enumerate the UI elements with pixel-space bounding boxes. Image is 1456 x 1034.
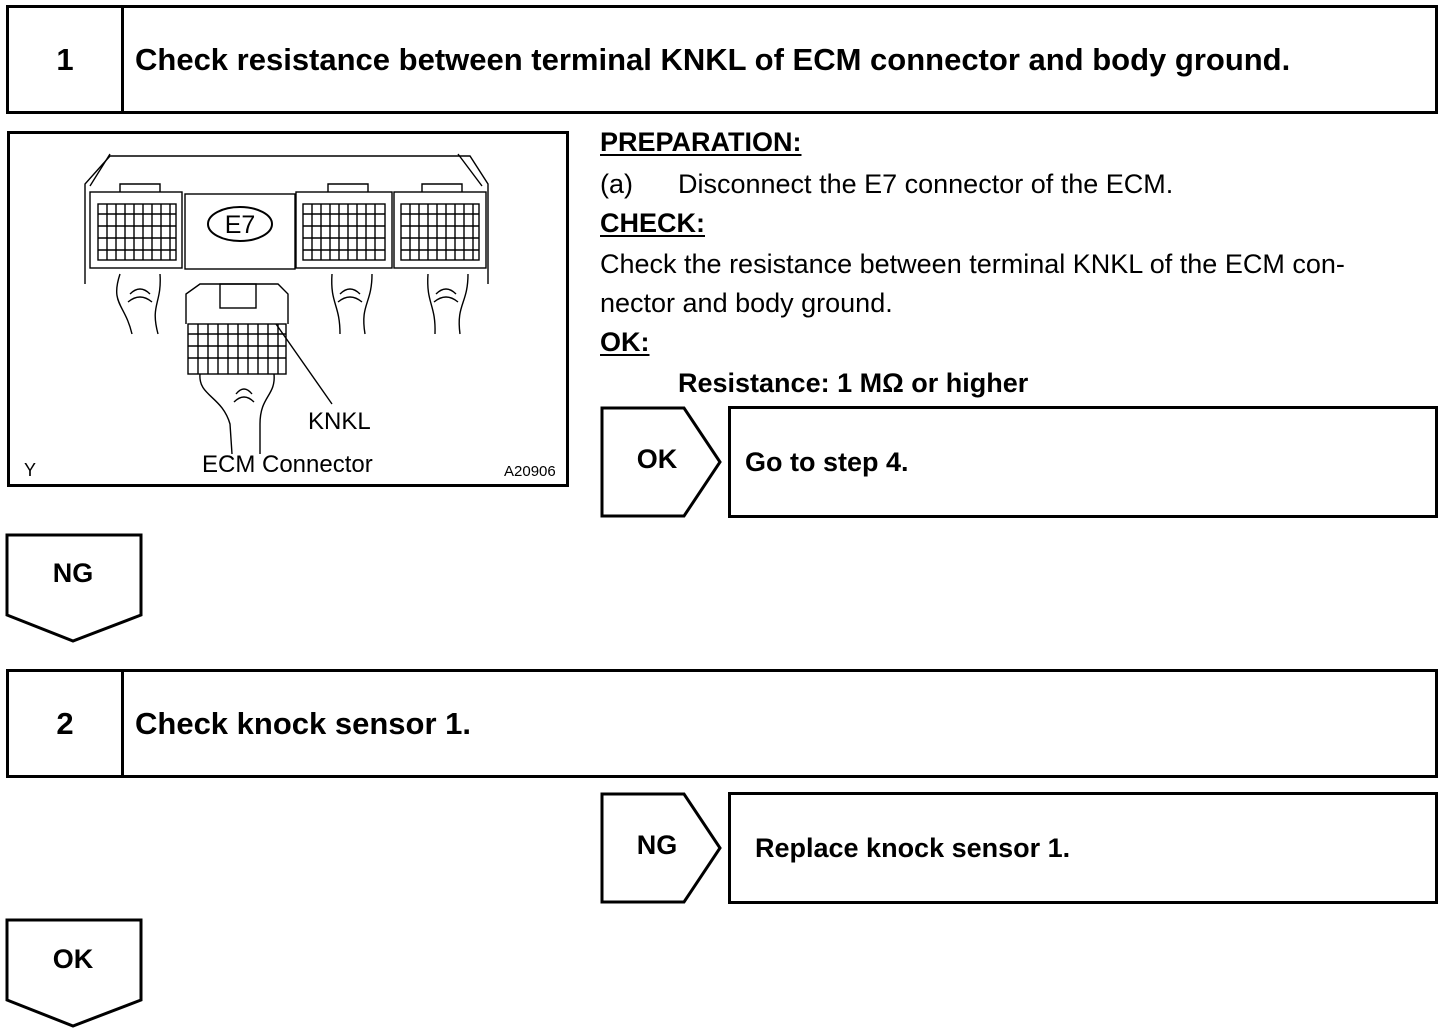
step-1-header: 1 Check resistance between terminal KNKL… (6, 5, 1438, 114)
figure-code: A20906 (504, 463, 556, 480)
go-to-step-4-text: Go to step 4. (745, 446, 909, 477)
step-1-number: 1 (9, 8, 124, 111)
step-2-title: Check knock sensor 1. (135, 705, 471, 741)
ng-arrow-tag (600, 792, 722, 904)
ng-down-label: NG (52, 558, 94, 588)
preparation-heading: PREPARATION: (600, 127, 802, 157)
ok-heading: OK: (600, 327, 650, 357)
ecm-connector-illustration: E7 KNKL ECM Connector Y A20906 (24, 153, 556, 480)
replace-knock-sensor-text: Replace knock sensor 1. (755, 832, 1071, 863)
ok-down-arrow (5, 918, 143, 1028)
figure-caption: ECM Connector (202, 451, 373, 478)
ok-down-label: OK (52, 944, 94, 974)
step-2-number: 2 (9, 672, 124, 775)
step-2-header: 2 Check knock sensor 1. (6, 669, 1438, 778)
e7-label: E7 (225, 211, 256, 239)
check-line-2: nector and body ground. (600, 288, 893, 318)
go-to-step-4-box: Go to step 4. (728, 406, 1438, 518)
ok-arrow-tag (600, 406, 722, 518)
ok-tag-label: OK (636, 444, 678, 474)
check-line-1: Check the resistance between terminal KN… (600, 249, 1345, 279)
ecm-connector-figure: E7 KNKL ECM Connector Y A20906 (7, 131, 569, 487)
replace-knock-sensor-box: Replace knock sensor 1. (728, 792, 1438, 904)
prep-item-label: (a) (600, 169, 633, 199)
e7-oval (207, 206, 273, 242)
ng-down-arrow (5, 533, 143, 643)
ok-spec: Resistance: 1 MΩ or higher (678, 368, 1029, 398)
prep-item-text: Disconnect the E7 connector of the ECM. (678, 169, 1174, 199)
corner-mark: Y (24, 460, 36, 480)
knkl-label: KNKL (308, 408, 371, 435)
check-heading: CHECK: (600, 208, 705, 238)
step-1-title: Check resistance between terminal KNKL o… (135, 41, 1291, 77)
ng-tag-label: NG (636, 830, 678, 860)
